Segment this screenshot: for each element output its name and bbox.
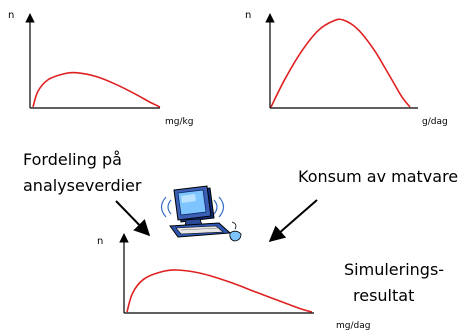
plot-left: n mg/kg (8, 10, 193, 127)
simulation-label-line1: Simulerings- (344, 260, 444, 279)
plot-bottom-y-label: n (97, 236, 103, 247)
computer-icon (160, 185, 242, 242)
plot-left-curve (32, 71, 161, 108)
arrow-right-to-computer (268, 199, 318, 243)
arrow-left-to-computer (115, 200, 151, 237)
distribution-label-line2: analyseverdier (23, 176, 142, 195)
plot-right: n g/dag (245, 10, 448, 127)
simulation-label-line2: resultat (353, 286, 414, 305)
plot-bottom-curve (126, 269, 313, 313)
plot-right-curve (270, 18, 411, 108)
plot-bottom: n mg/dag (97, 233, 370, 331)
plot-left-x-label: mg/kg (165, 117, 193, 127)
plot-bottom-x-label: mg/dag (336, 321, 370, 331)
plot-right-y-label: n (245, 10, 251, 21)
distribution-label-line1: Fordeling på (23, 150, 122, 169)
plot-left-y-label: n (8, 10, 14, 21)
consumption-label: Konsum av matvare (298, 167, 458, 186)
plot-right-x-label: g/dag (422, 117, 448, 127)
